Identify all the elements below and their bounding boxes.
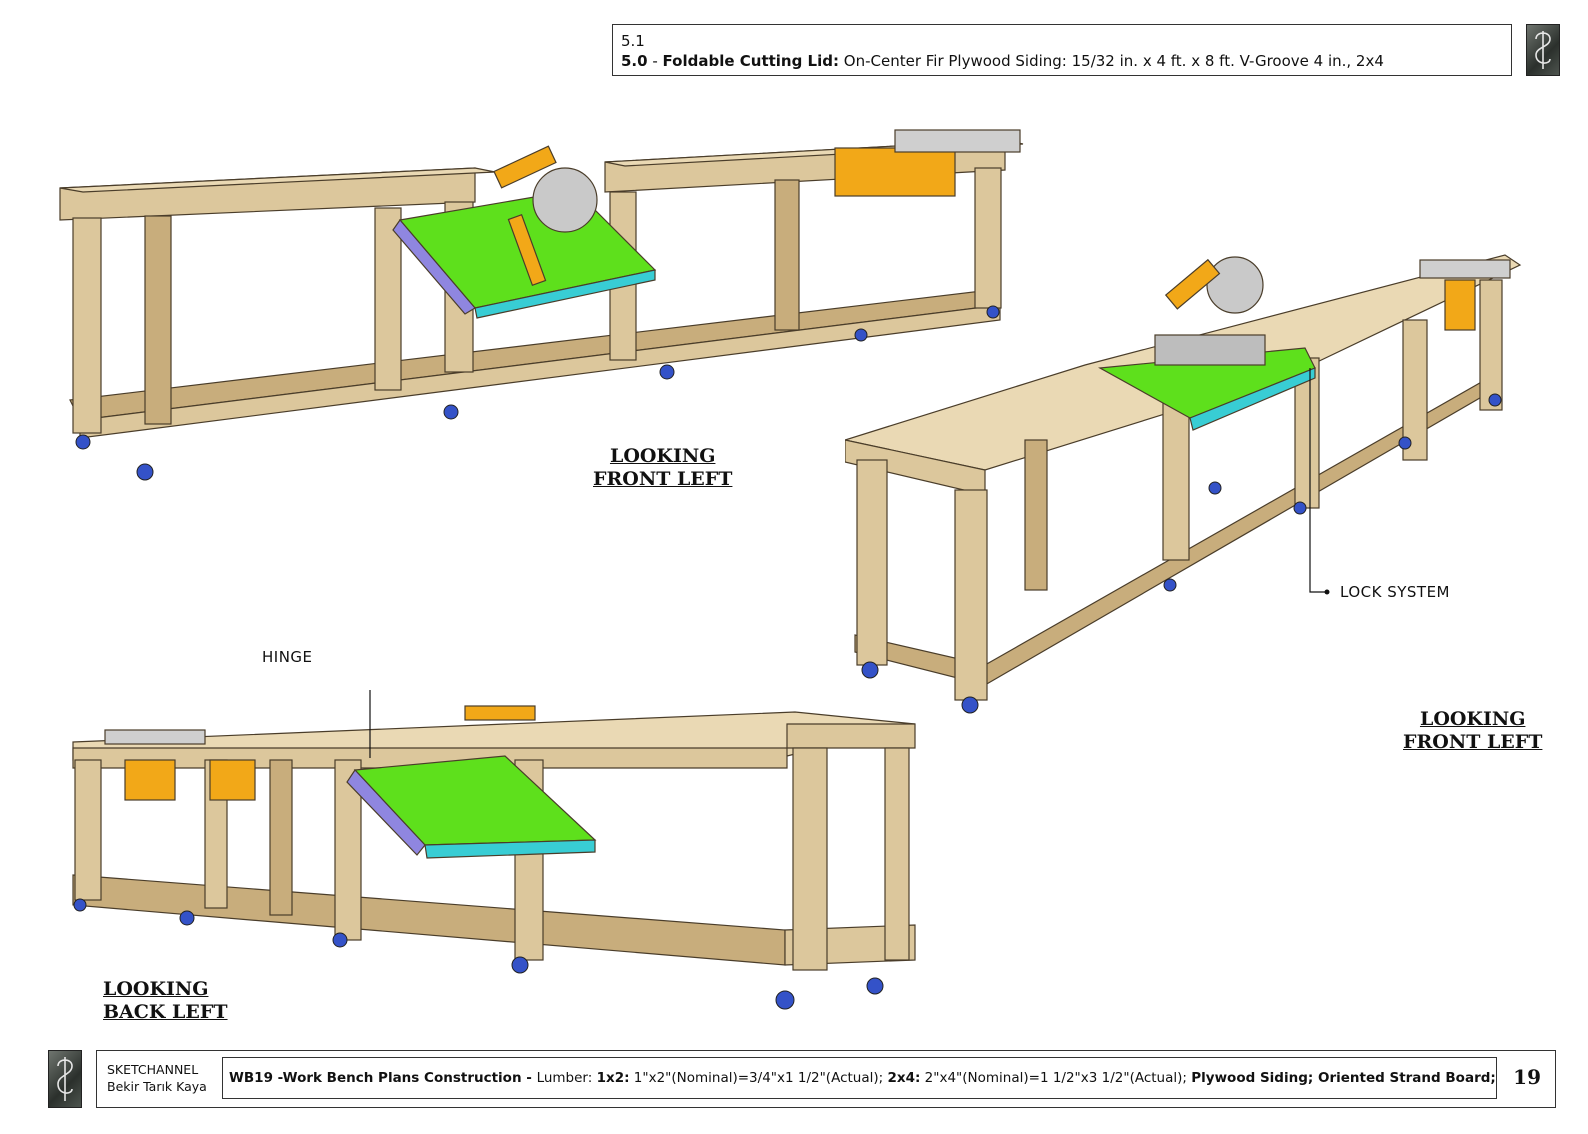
spec-2x4-text: 2"x4"(Nominal)=1 1/2"x3 1/2"(Actual);: [920, 1070, 1192, 1086]
workbench-view-front-left-1: [59, 129, 1024, 481]
section-title: Foldable Cutting Lid:: [662, 52, 839, 70]
author-name: Bekir Tarık Kaya: [107, 1079, 207, 1094]
workbench-view-back-left: [72, 690, 916, 1010]
view-label-front-left-2: LOOKING FRONT LEFT: [1403, 708, 1542, 754]
view-label-line2: FRONT LEFT: [593, 468, 733, 490]
lumber-label: Lumber:: [536, 1070, 597, 1086]
plan-title: WB19 -Work Bench Plans Construction -: [229, 1070, 537, 1086]
page-number: 19: [1513, 1065, 1541, 1089]
view-label-line1: LOOKING: [609, 445, 716, 467]
section-number: 5.1: [621, 32, 645, 50]
plan-description: WB19 -Work Bench Plans Construction - Lu…: [222, 1057, 1497, 1099]
brand-logo-mark: [57, 1057, 73, 1101]
materials: Plywood Siding; Oriented Strand Board;: [1191, 1070, 1496, 1086]
view-label-line1: LOOKING: [103, 978, 209, 1000]
spec-2x4-label: 2x4:: [887, 1070, 921, 1086]
view-label-line2: BACK LEFT: [103, 1001, 228, 1023]
spec-1x2-label: 1x2:: [596, 1070, 630, 1086]
section-title-line: 5.0 - Foldable Cutting Lid: On-Center Fi…: [621, 51, 1503, 71]
lock-system-callout: LOCK SYSTEM: [1340, 583, 1450, 601]
section-header: 5.1 5.0 - Foldable Cutting Lid: On-Cente…: [612, 24, 1512, 76]
section-separator: -: [647, 52, 663, 70]
brand-logo-top: [1526, 24, 1560, 76]
company-name: SKETCHANNEL: [107, 1062, 199, 1077]
hinge-callout: HINGE: [262, 648, 313, 666]
company-block: SKETCHANNEL Bekir Tarık Kaya: [107, 1061, 207, 1095]
view-label-back-left: LOOKING BACK LEFT: [103, 978, 228, 1024]
section-description: On-Center Fir Plywood Siding: 15/32 in. …: [839, 52, 1384, 70]
spec-1x2-text: 1"x2"(Nominal)=3/4"x1 1/2"(Actual);: [629, 1070, 888, 1086]
brand-logo-mark: [1535, 31, 1551, 69]
view-label-front-left-1: LOOKING FRONT LEFT: [593, 445, 732, 491]
footer: SKETCHANNEL Bekir Tarık Kaya WB19 -Work …: [96, 1050, 1556, 1108]
view-label-line1: LOOKING: [1419, 708, 1526, 730]
brand-logo-bottom: [48, 1050, 82, 1108]
section-code: 5.0: [621, 52, 648, 70]
workbench-view-front-left-2: [845, 254, 1522, 714]
view-label-line2: FRONT LEFT: [1403, 731, 1543, 753]
